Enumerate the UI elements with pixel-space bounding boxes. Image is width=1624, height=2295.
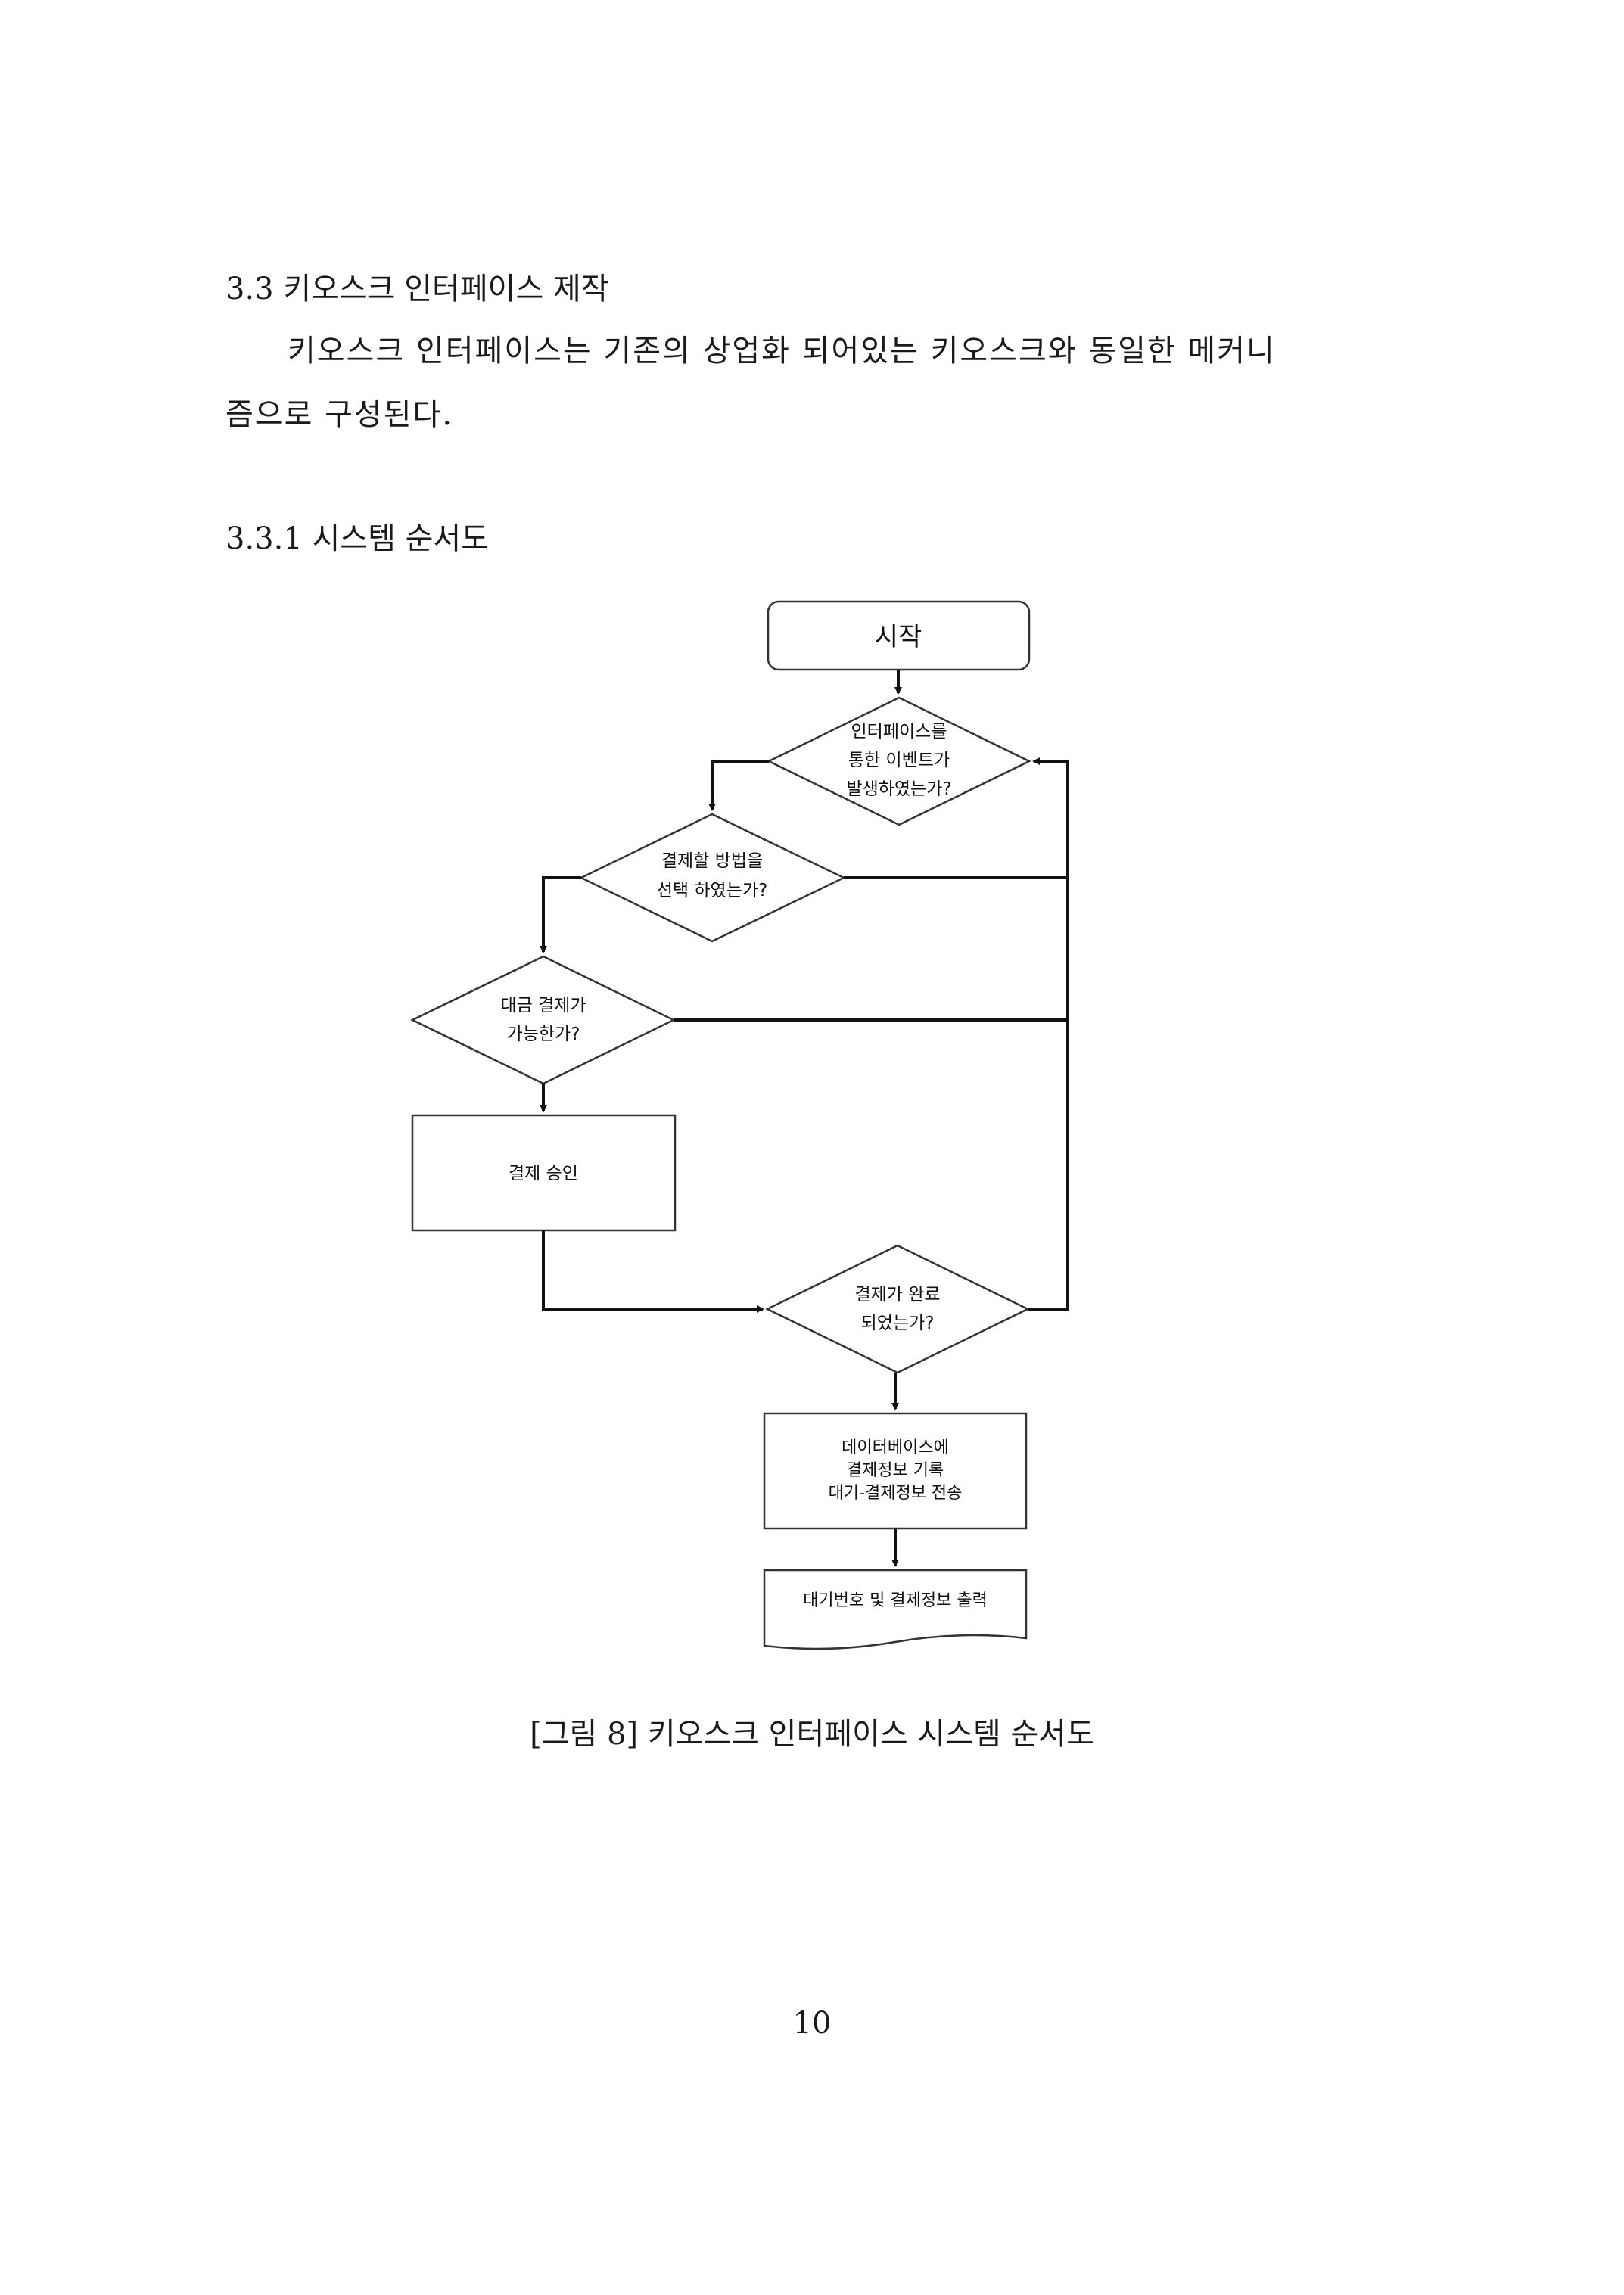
- decision-payable: [410, 955, 676, 1085]
- decision-method-line-2: 선택 하였는가?: [657, 881, 767, 900]
- process-database-line-3: 대기-결제정보 전송: [829, 1484, 963, 1503]
- decision-payable-line-1: 대금 결제가: [500, 996, 586, 1015]
- arrow-event-to-method: [708, 760, 769, 811]
- paragraph-line-1: 키오스크 인터페이스는 기존의 상업화 되어있는 키오스크와 동일한 메커니: [288, 334, 1276, 369]
- section-heading: 3.3 키오스크 인터페이스 제작: [226, 272, 609, 306]
- figure-caption: [그림 8] 키오스크 인터페이스 시스템 순서도: [530, 1717, 1094, 1752]
- process-approve-label: 결제 승인: [509, 1164, 578, 1183]
- process-database-line-2: 결제정보 기록: [847, 1461, 944, 1480]
- decision-payable-line-2: 가능한가?: [507, 1025, 580, 1044]
- decision-event-line-1: 인터페이스를: [851, 722, 947, 742]
- page-number: 10: [792, 2006, 832, 2041]
- output-print-label: 대기번호 및 결제정보 출력: [803, 1591, 988, 1610]
- process-database-line-1: 데이터베이스에: [842, 1438, 949, 1457]
- arrow-approve-to-complete: [542, 1230, 764, 1313]
- paragraph-line-2: 즘으로 구성된다.: [226, 397, 454, 432]
- decision-method-line-1: 결제할 방법을: [661, 851, 763, 871]
- subsection-heading: 3.3.1 시스템 순서도: [226, 521, 490, 556]
- start-label: 시작: [875, 622, 922, 652]
- decision-event: [767, 696, 1031, 826]
- output-print: [763, 1569, 1028, 1650]
- decision-event-line-2: 통한 이벤트가: [848, 751, 950, 770]
- decision-complete-line-1: 결제가 완료: [854, 1285, 940, 1305]
- arrow-method-to-payable: [540, 876, 581, 953]
- decision-complete-line-2: 되었는가?: [861, 1314, 935, 1333]
- loop-line-complete: [1028, 757, 1069, 1311]
- decision-complete: [765, 1244, 1030, 1374]
- decision-method: [579, 813, 846, 943]
- decision-event-line-3: 발생하였는가?: [846, 779, 951, 799]
